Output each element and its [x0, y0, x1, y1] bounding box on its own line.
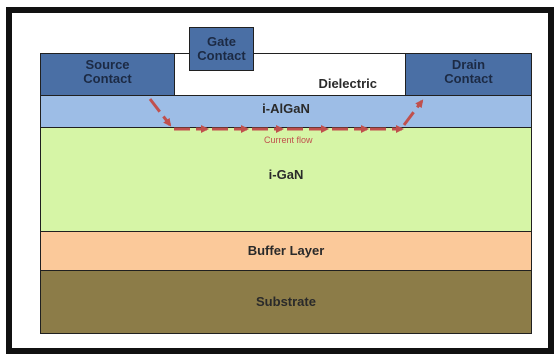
current-flow-label: Current flow — [264, 135, 313, 145]
dielectric-label: Dielectric — [318, 75, 377, 91]
gate-contact-label: Gate Contact — [197, 34, 246, 63]
algan-layer: i-AlGaN — [40, 95, 532, 128]
gan-layer: i-GaN — [40, 127, 532, 232]
drain-contact-label: Drain Contact — [444, 57, 493, 86]
substrate-label: Substrate — [256, 294, 316, 309]
buffer-label: Buffer Layer — [247, 243, 325, 258]
diagram-frame: Substrate Buffer Layer i-GaN i-AlGaN Die… — [6, 7, 554, 354]
gate-contact: Gate Contact — [189, 27, 254, 71]
algan-label: i-AlGaN — [262, 101, 310, 116]
source-contact-label: Source Contact — [83, 57, 132, 86]
buffer-layer: Buffer Layer — [40, 231, 532, 271]
substrate-layer: Substrate — [40, 270, 532, 334]
drain-contact: Drain Contact — [405, 53, 532, 96]
gan-label: i-GaN — [268, 167, 304, 182]
source-contact: Source Contact — [40, 53, 175, 96]
